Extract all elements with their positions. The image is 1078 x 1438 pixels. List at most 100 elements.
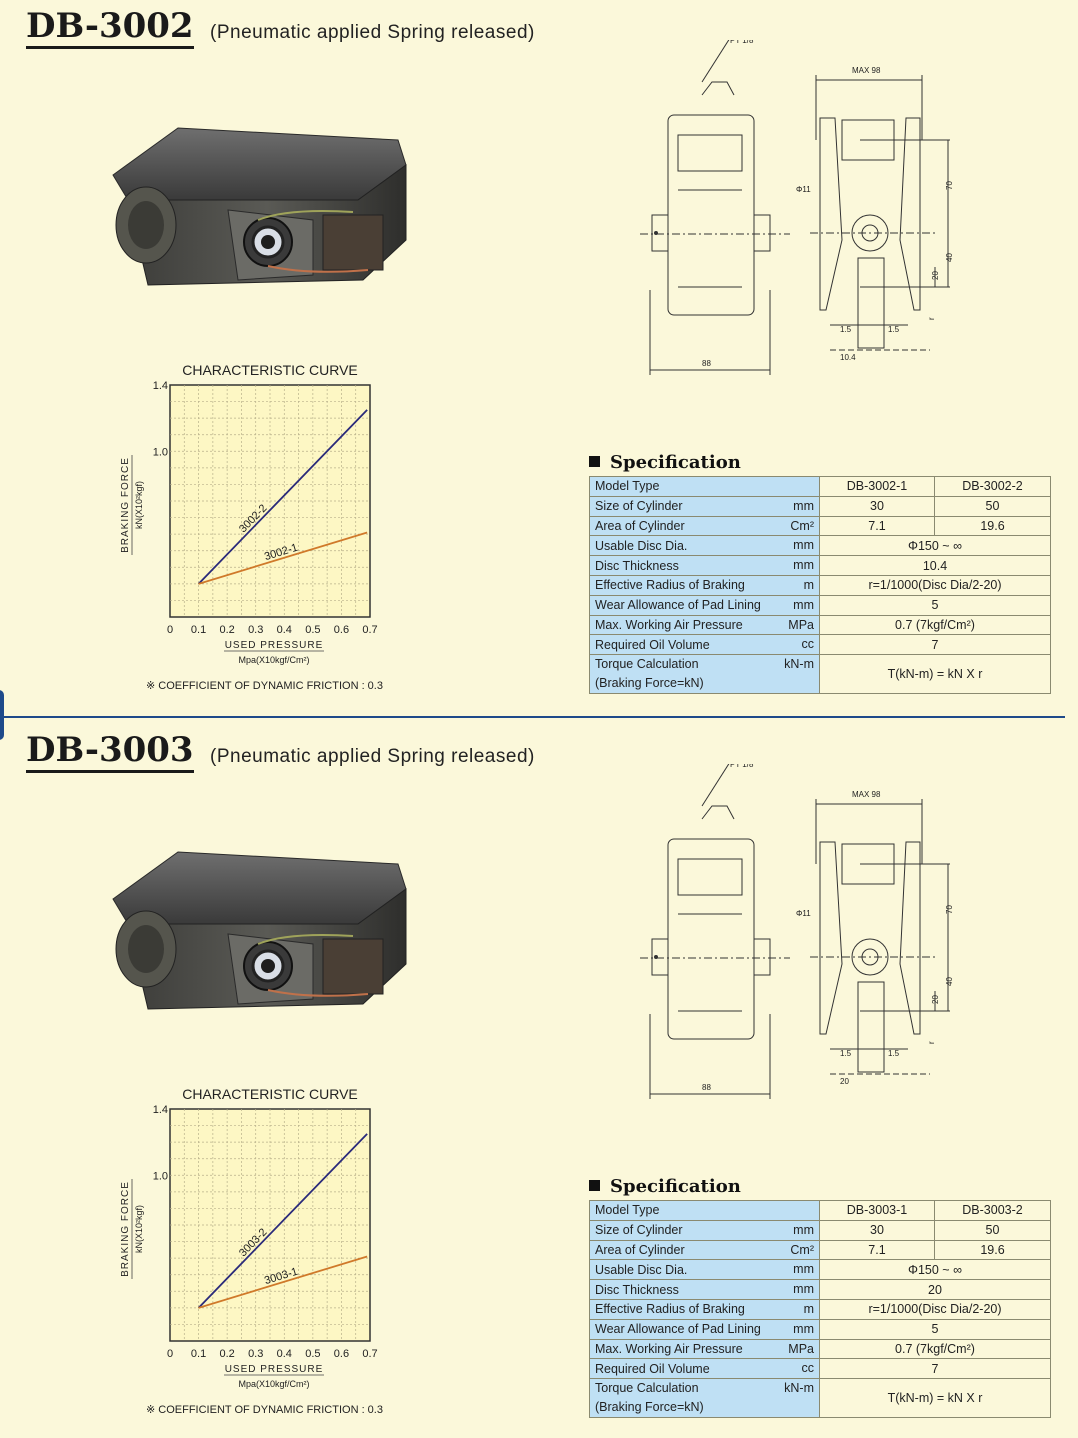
x-tick-label: 0.2 (219, 1348, 234, 1360)
svg-text:88: 88 (702, 1083, 711, 1092)
x-tick-label: 0.1 (191, 624, 206, 636)
svg-text:1.5: 1.5 (840, 325, 852, 334)
svg-text:1.5: 1.5 (888, 325, 900, 334)
series-line-3002-2 (197, 409, 368, 585)
model-subtitle: (Pneumatic applied Spring released) (210, 746, 535, 767)
spec-col1: DB-3002-1 (819, 476, 935, 497)
svg-text:20: 20 (931, 271, 940, 280)
spec-col2: DB-3003-2 (934, 1200, 1051, 1221)
svg-text:Φ11: Φ11 (796, 909, 811, 918)
x-tick-label: 0.3 (248, 1348, 263, 1360)
product-photo (112, 127, 407, 286)
x-tick-label: 0.6 (334, 624, 349, 636)
y-axis-label: BRAKING FORCE (120, 1181, 131, 1277)
characteristic-curve-chart: CHARACTERISTIC CURVE 0 0.1 0.2 0.3 0.4 0.5 0.6… (120, 362, 383, 692)
side-view (810, 75, 950, 351)
x-axis-unit: Mpa(X10kgf/Cm²) (238, 655, 309, 665)
y-tick-label: 1.0 (153, 1170, 168, 1182)
x-tick-label: 0.6 (334, 1348, 349, 1360)
x-tick-label: 0.1 (191, 1348, 206, 1360)
svg-text:r: r (927, 1041, 936, 1044)
model-title: DB-3003 (26, 732, 194, 773)
spec-col2: DB-3002-2 (934, 476, 1051, 497)
x-tick-label: 0 (167, 1348, 173, 1360)
svg-text:PT 1/8": PT 1/8" (730, 764, 756, 769)
x-axis-unit: Mpa(X10kgf/Cm²) (238, 1379, 309, 1389)
series-line-3002-1 (198, 531, 368, 585)
front-view (640, 40, 790, 375)
product-section-db3002: DB-3002 (Pneumatic applied Spring releas… (0, 0, 1078, 714)
chart-title: CHARACTERISTIC CURVE (182, 362, 358, 378)
spec-row-torque: Torque Calculation(Braking Force=kN)kN-m… (589, 1378, 1051, 1419)
x-tick-label: 0.7 (362, 624, 377, 636)
product-section-db3003: DB-3003 (Pneumatic applied Spring releas… (0, 724, 1078, 1438)
x-tick-label: 0.7 (362, 1348, 377, 1360)
svg-text:PT 1/8": PT 1/8" (730, 40, 756, 45)
product-photo (112, 851, 407, 1010)
x-tick-label: 0 (167, 624, 173, 636)
svg-text:20: 20 (931, 995, 940, 1004)
x-tick-label: 0.5 (305, 624, 320, 636)
y-tick-label: 1.4 (153, 1104, 168, 1116)
x-tick-label: 0.2 (219, 624, 234, 636)
chart-ticks: 0 0.1 0.2 0.3 0.4 0.5 0.6 0.7 1.4 1.0 (153, 1104, 378, 1360)
y-tick-label: 1.4 (153, 380, 168, 392)
specification-heading: Specification (589, 1176, 741, 1197)
specification-heading: Specification (589, 452, 741, 473)
characteristic-curve-chart: CHARACTERISTIC CURVE 0 0.1 0.2 0.3 0.4 0.5 0.6… (120, 1086, 383, 1416)
y-tick-label: 1.0 (153, 446, 168, 458)
chart-ticks: 0 0.1 0.2 0.3 0.4 0.5 0.6 0.7 1.4 1.0 (153, 380, 378, 636)
svg-text:Φ11: Φ11 (796, 185, 811, 194)
x-axis-label: USED PRESSURE (225, 640, 324, 651)
x-tick-label: 0.4 (277, 624, 292, 636)
model-title: DB-3002 (26, 8, 194, 49)
y-axis-unit: kN(X10²kgf) (134, 1205, 144, 1253)
technical-drawing: Air Inlet PT 1/8" 88 MAX 98 Φ11 70 40 (640, 40, 954, 375)
svg-text:88: 88 (702, 359, 711, 368)
x-axis-label: USED PRESSURE (225, 1364, 324, 1375)
svg-text:40: 40 (945, 253, 954, 262)
series-line-3003-1 (198, 1255, 368, 1309)
page-edge-marker (0, 690, 4, 740)
svg-text:70: 70 (945, 181, 954, 190)
friction-note: ※ COEFFICIENT OF DYNAMIC FRICTION : 0.3 (146, 1404, 383, 1416)
svg-text:1.5: 1.5 (840, 1049, 852, 1058)
svg-text:MAX 98: MAX 98 (852, 790, 881, 799)
model-subtitle: (Pneumatic applied Spring released) (210, 22, 535, 43)
y-axis-unit: kN(X10²kgf) (134, 481, 144, 529)
chart-grid (170, 1109, 370, 1341)
series-line-3003-2 (197, 1133, 368, 1309)
chart-title: CHARACTERISTIC CURVE (182, 1086, 358, 1102)
chart-grid (170, 385, 370, 617)
spec-col1: DB-3003-1 (819, 1200, 935, 1221)
front-view (640, 764, 790, 1099)
svg-text:70: 70 (945, 905, 954, 914)
spec-row-torque: Torque Calculation(Braking Force=kN)kN-m… (589, 654, 1051, 695)
side-view (810, 799, 950, 1075)
y-axis-label: BRAKING FORCE (120, 457, 131, 553)
svg-text:MAX 98: MAX 98 (852, 66, 881, 75)
svg-text:1.5: 1.5 (888, 1049, 900, 1058)
svg-text:r: r (927, 317, 936, 320)
x-tick-label: 0.4 (277, 1348, 292, 1360)
friction-note: ※ COEFFICIENT OF DYNAMIC FRICTION : 0.3 (146, 680, 383, 692)
section-divider (0, 716, 1065, 718)
x-tick-label: 0.5 (305, 1348, 320, 1360)
x-tick-label: 0.3 (248, 624, 263, 636)
